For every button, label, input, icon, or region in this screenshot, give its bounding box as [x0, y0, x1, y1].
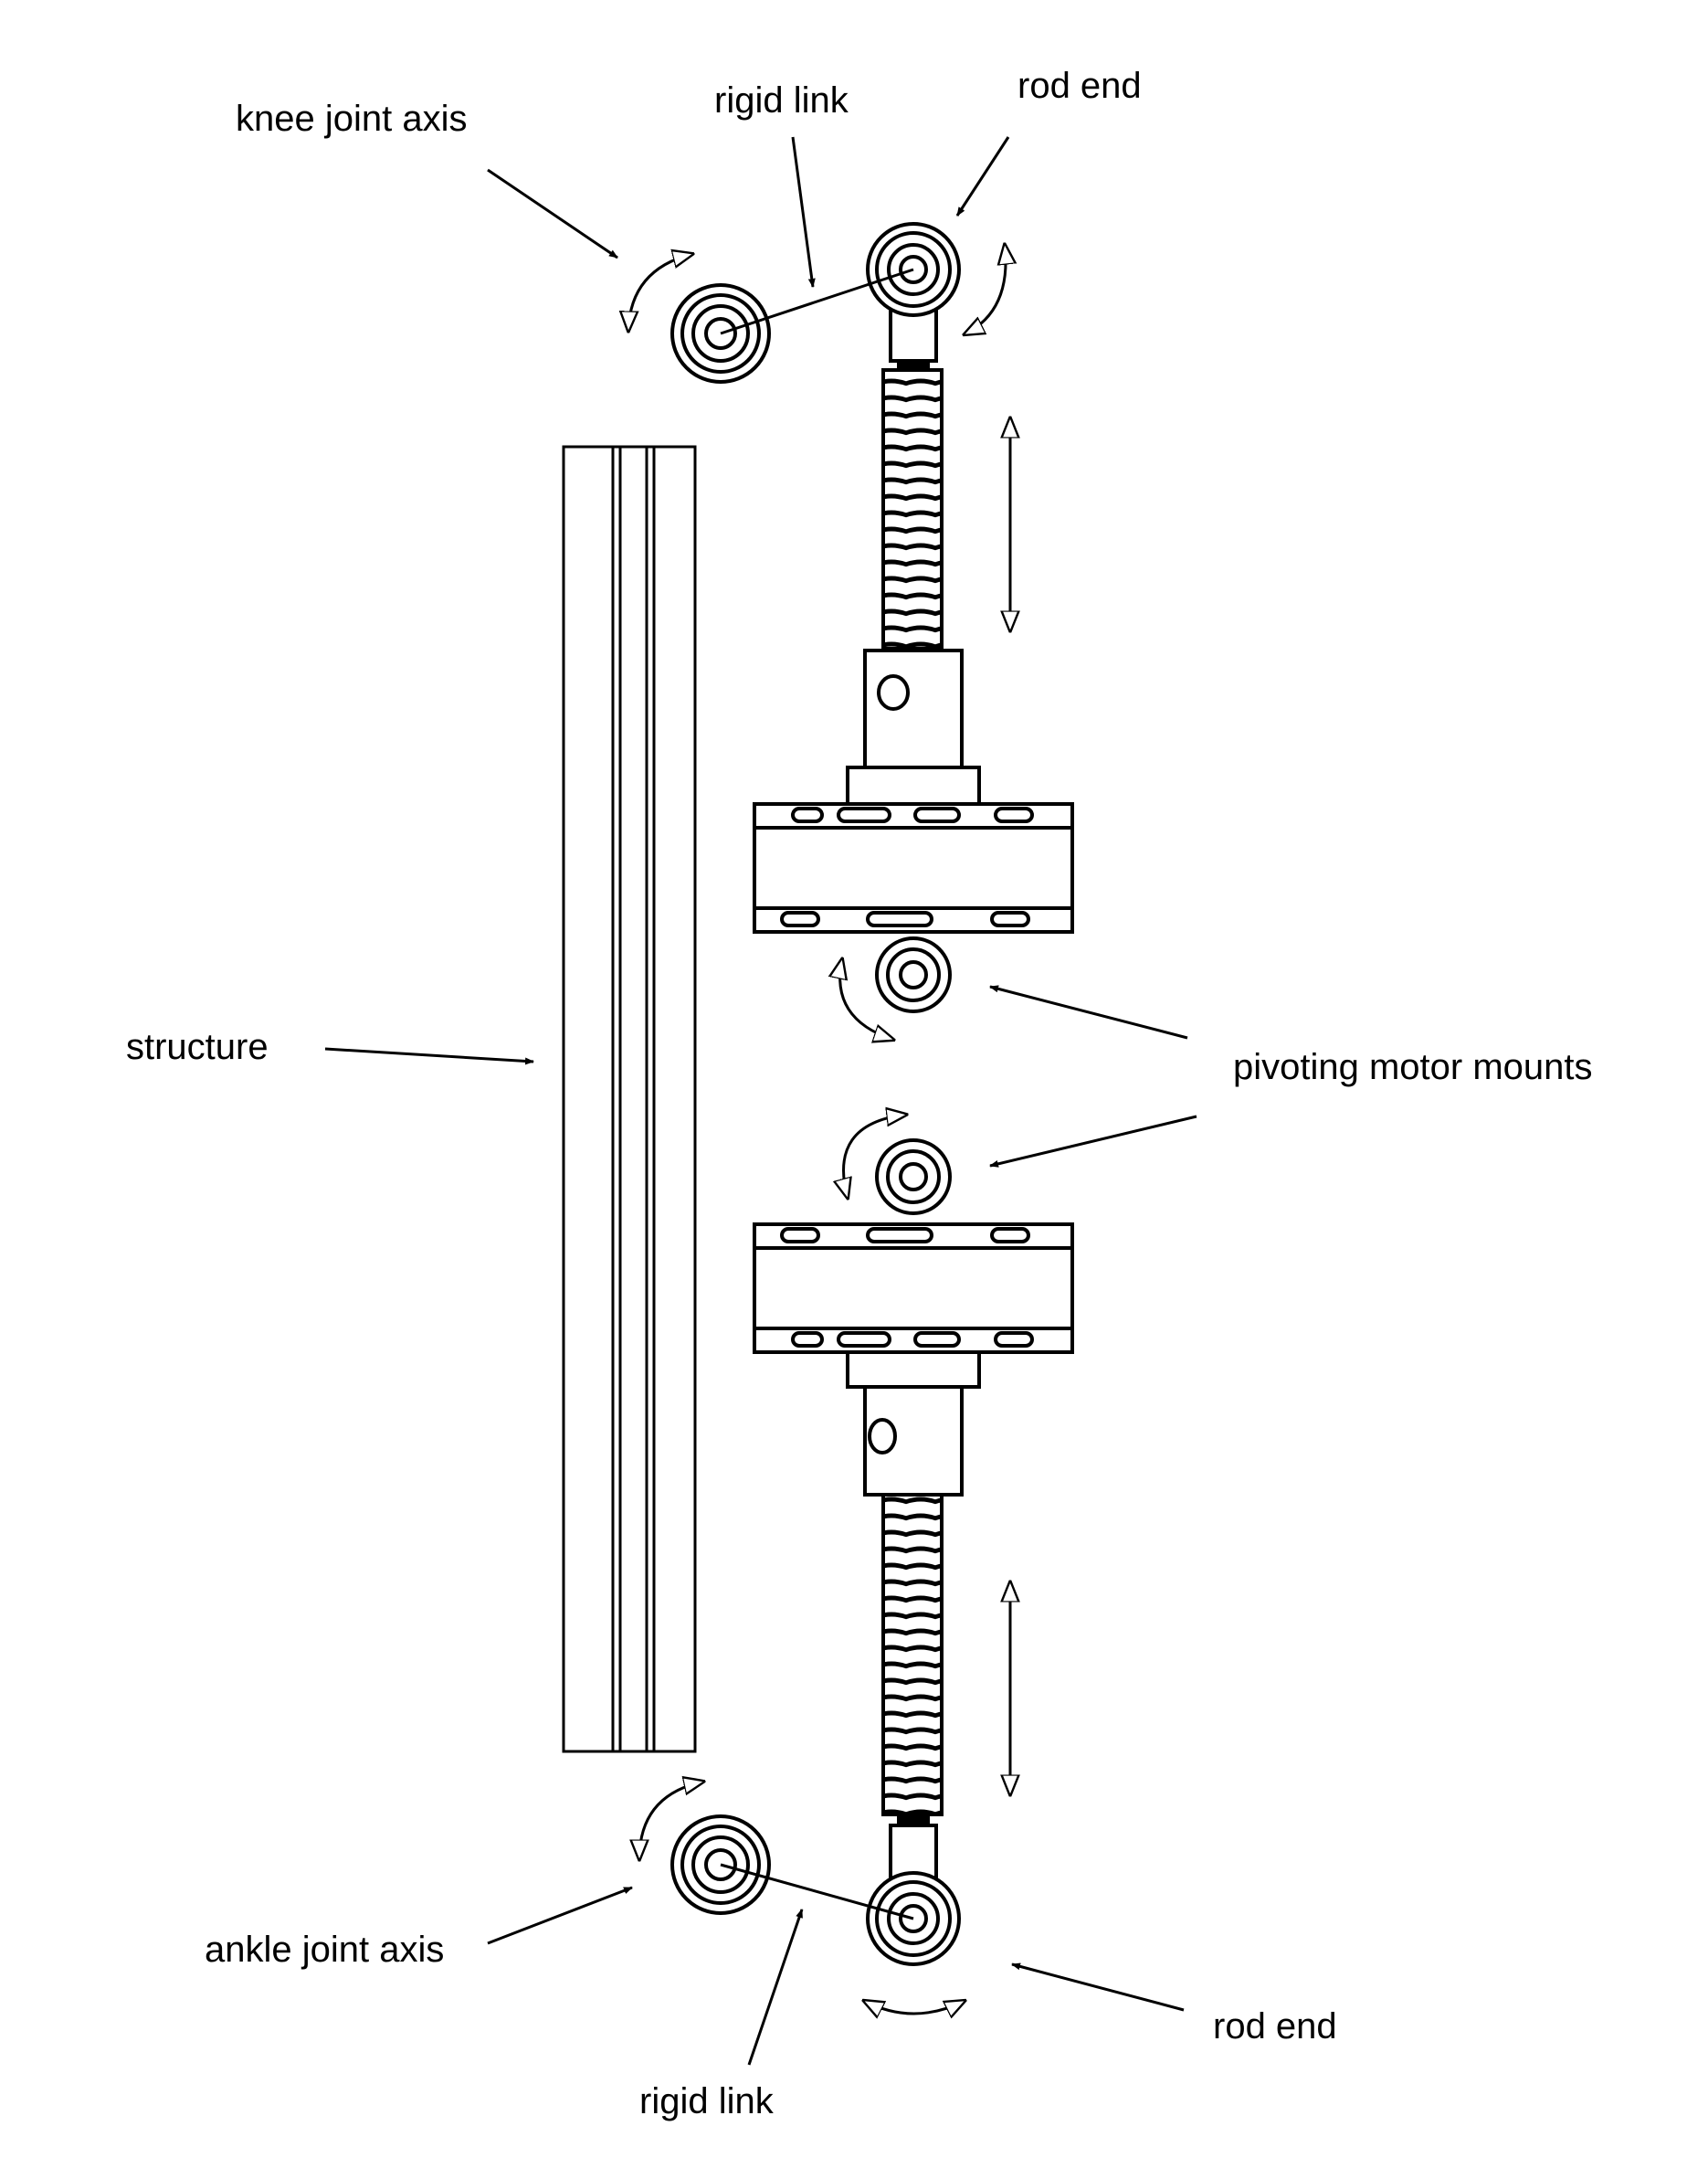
bottom-rod-end [866, 1813, 961, 1966]
top-coupler [846, 649, 981, 806]
ankle-rotation-arrow [639, 1782, 703, 1859]
bottom-threaded-rod [881, 1493, 944, 1816]
top-pivot-rotation-arrow [840, 959, 893, 1040]
label-pivoting-motor-mounts: pivoting motor mounts [1233, 1047, 1593, 1087]
leader-rod-end-top [955, 136, 1010, 217]
label-knee-joint-axis: knee joint axis [236, 99, 468, 139]
leader-ankle-joint-axis [487, 1886, 633, 1945]
leader-motor-mount-bottom [989, 1115, 1197, 1168]
bottom-motor [753, 1222, 1074, 1354]
top-rod-end [866, 222, 961, 374]
leader-rigid-link-top [791, 136, 816, 288]
bottom-motor-pivot [875, 1138, 952, 1215]
label-rod-end-top: rod end [1017, 66, 1142, 106]
leader-rigid-link-bottom [747, 1909, 804, 2066]
top-rod-end-rotation-arrow [965, 245, 1006, 334]
structure-extrusion [562, 445, 697, 1753]
leader-lines [324, 136, 1197, 2066]
bottom-coupler [846, 1350, 981, 1497]
top-motor [753, 802, 1074, 934]
label-rigid-link-top: rigid link [714, 80, 849, 121]
leader-motor-mount-top [989, 985, 1188, 1040]
label-ankle-joint-axis: ankle joint axis [205, 1930, 445, 1970]
bottom-pivot-rotation-arrow [844, 1115, 906, 1198]
label-structure: structure [126, 1027, 269, 1067]
motion-arrows [628, 245, 1010, 2014]
leader-structure [324, 1047, 534, 1065]
leader-knee-joint-axis [487, 168, 618, 259]
label-rod-end-bottom: rod end [1213, 2006, 1337, 2047]
bottom-rigid-link [720, 1863, 914, 1920]
label-rigid-link-bottom: rigid link [639, 2081, 774, 2121]
top-rigid-link [720, 268, 914, 335]
leader-rod-end-bottom [1011, 1962, 1185, 2012]
top-motor-pivot [875, 936, 952, 1013]
bottom-rod-end-rotation-arrow [864, 2001, 965, 2014]
top-threaded-rod [881, 368, 944, 651]
knee-rotation-arrow [628, 254, 692, 331]
